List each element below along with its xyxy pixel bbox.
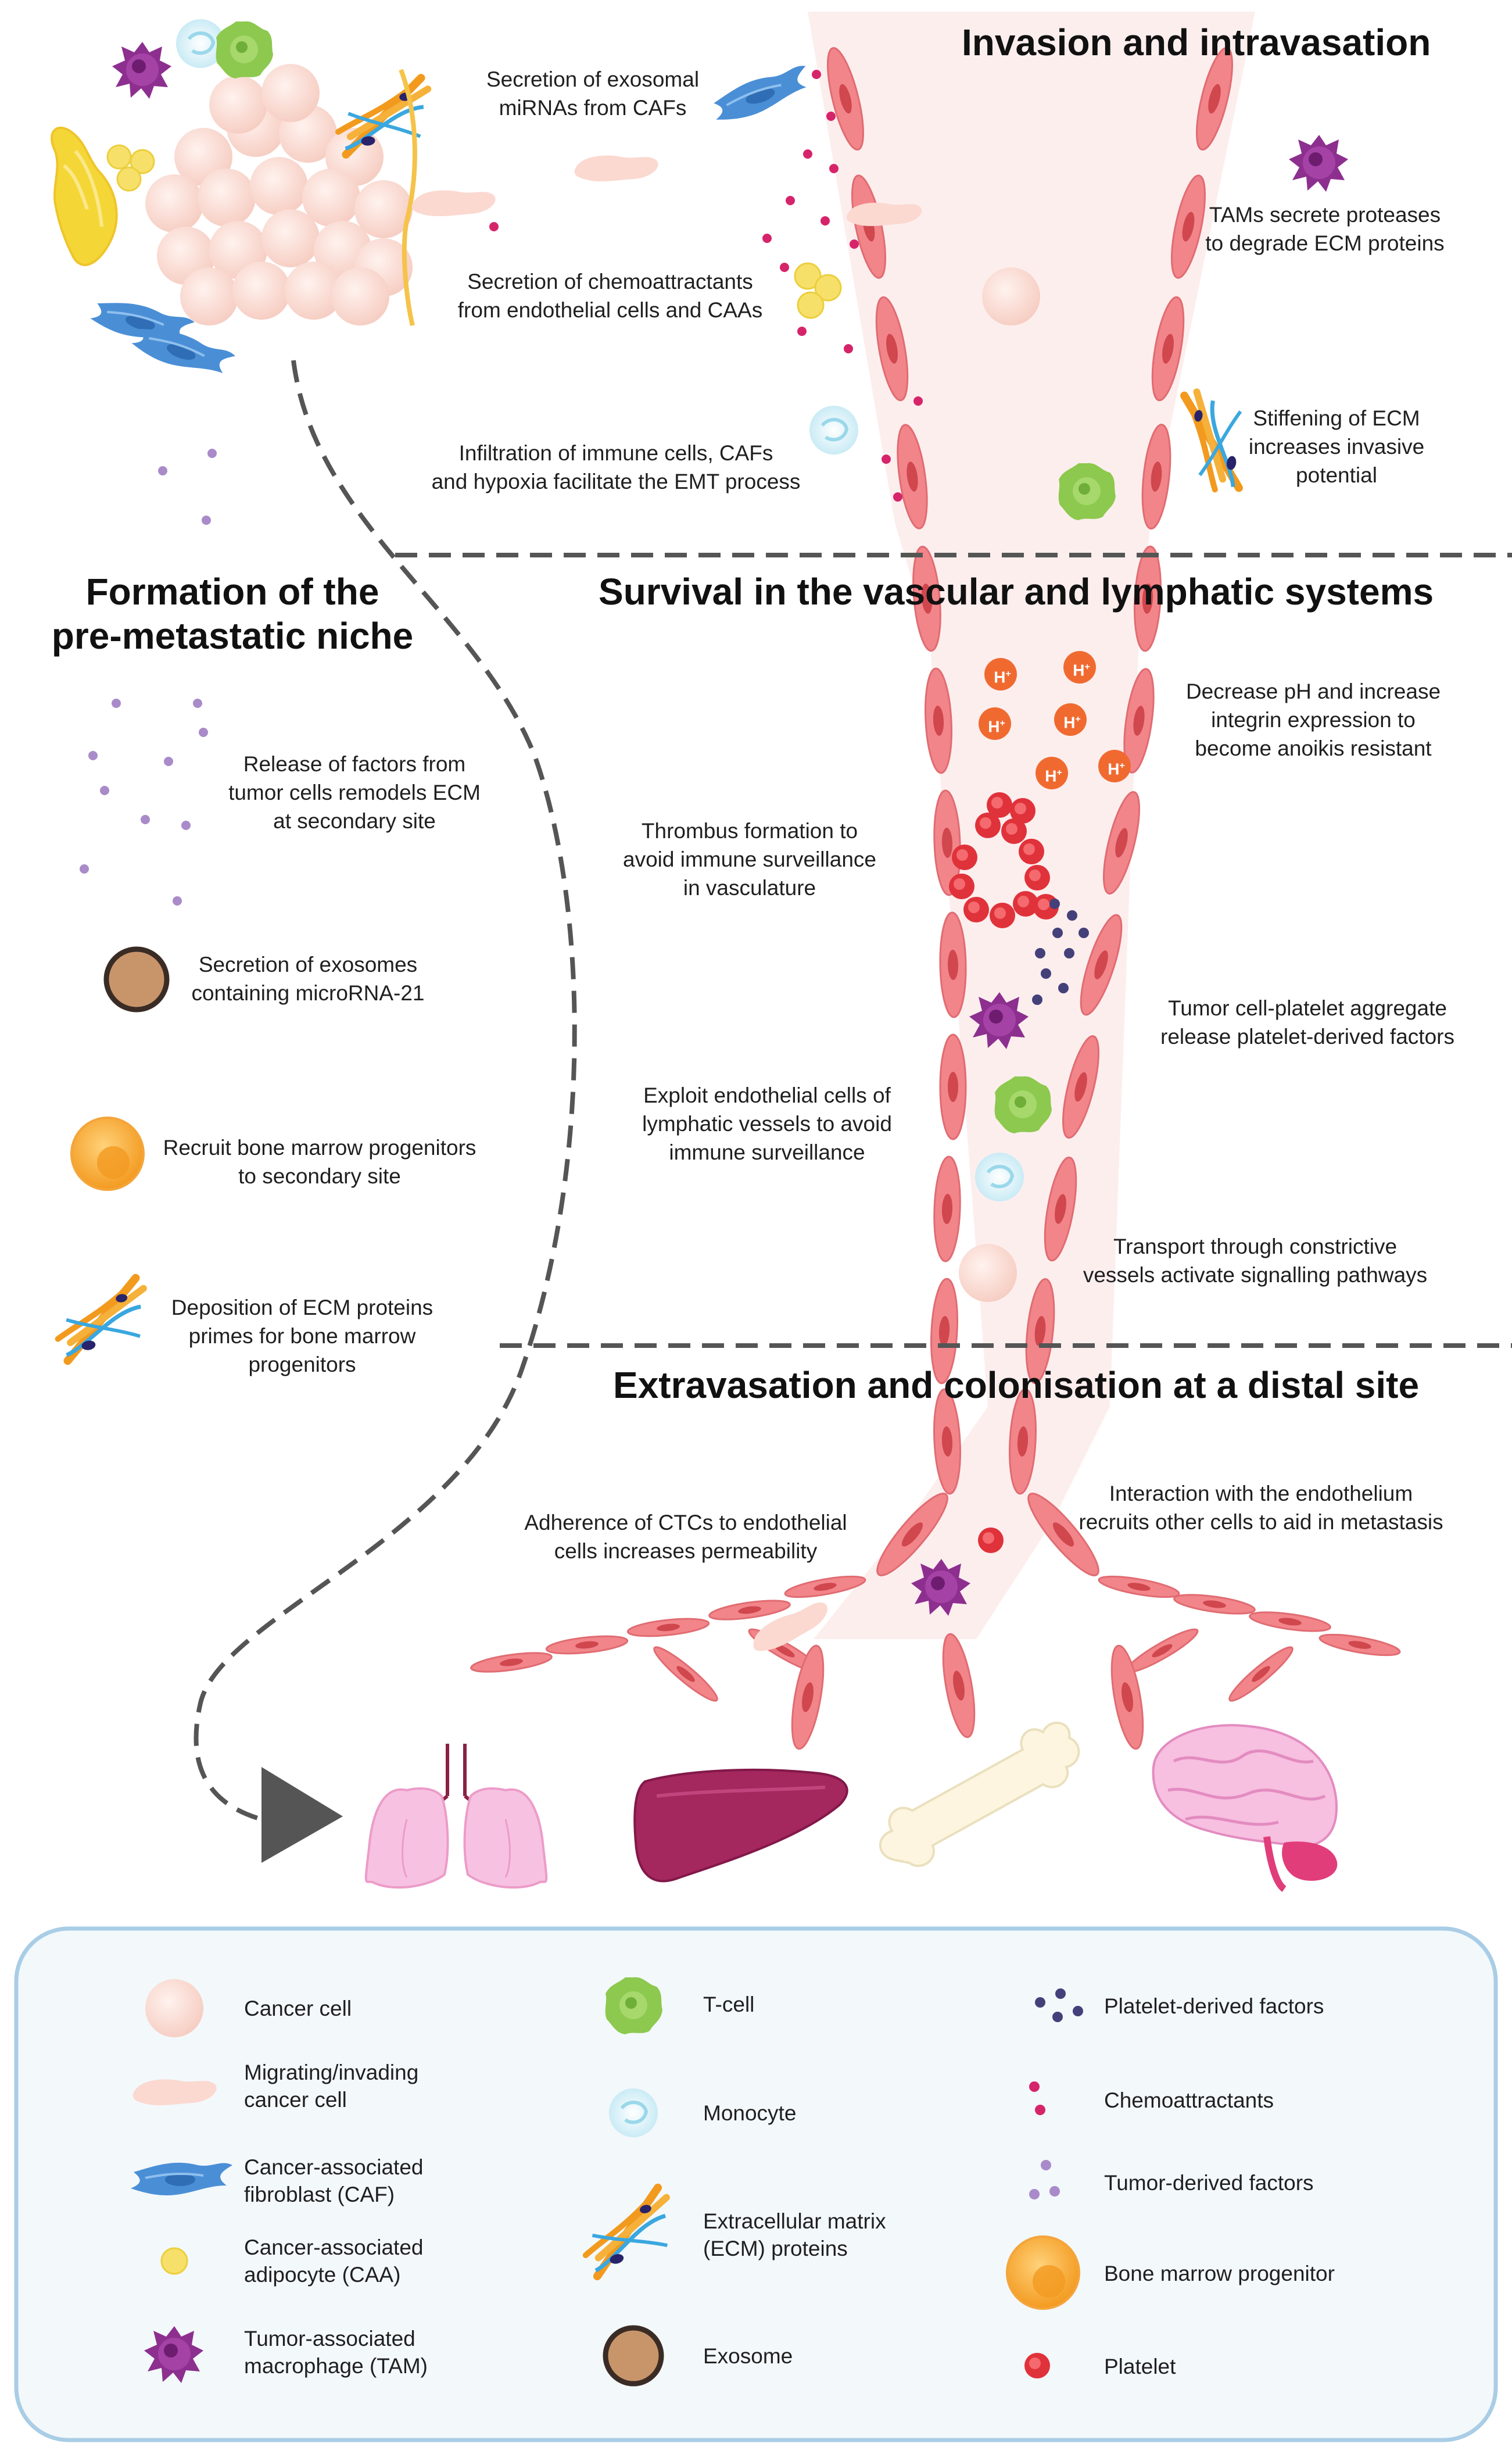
metastasis-path-arrow: [194, 360, 577, 1863]
tumor-derived-factors-top: [158, 449, 217, 525]
legend-platelet-factors: Platelet-derived factors: [1104, 1994, 1324, 2018]
legend-t-cell: T-cell: [703, 1992, 755, 2016]
label-emt: Infiltration of immune cells, CAFs and h…: [431, 441, 801, 493]
proton-label-2: H+: [1073, 661, 1090, 679]
niche-heading: Formation of the pre-metastatic niche: [51, 571, 414, 657]
tumor-factors-niche-dots: [80, 699, 208, 906]
proton-label-1: H+: [994, 668, 1011, 686]
lungs-icon: [364, 1744, 548, 1889]
legend-exosome: Exosome: [703, 2344, 793, 2368]
legend-platelet: Platelet: [1104, 2355, 1176, 2378]
invasion-heading: Invasion and intravasation: [962, 22, 1431, 63]
legend-chemoattractants: Chemoattractants: [1104, 2088, 1274, 2112]
label-exosomes: Secretion of exosomes containing microRN…: [191, 953, 425, 1005]
label-constrictive-vessels: Transport through constrictive vessels a…: [1083, 1235, 1428, 1287]
legend-tumor-factors: Tumor-derived factors: [1104, 2171, 1314, 2195]
proton-label-3: H+: [988, 717, 1005, 736]
label-platelet-aggregate: Tumor cell-platelet aggregate release pl…: [1160, 996, 1454, 1049]
legend-bone-marrow-progenitor: Bone marrow progenitor: [1104, 2262, 1335, 2285]
label-exosomal-mirnas: Secretion of exosomal miRNAs from CAFs: [486, 67, 700, 120]
label-endothelium-interaction: Interaction with the endothelium recruit…: [1079, 1482, 1443, 1534]
niche-icons: [50, 699, 208, 1362]
exosome-niche: [103, 946, 170, 1013]
legend-cancer-cell: Cancer cell: [244, 1997, 352, 2020]
proton-label-6: H+: [1108, 760, 1125, 778]
label-recruit-progenitors: Recruit bone marrow progenitors to secon…: [163, 1136, 476, 1188]
label-chemoattractants: Secretion of chemoattractants from endot…: [457, 270, 763, 322]
extravasation-heading: Extravasation and colonisation at a dist…: [613, 1364, 1420, 1406]
proton-label-5: H+: [1045, 767, 1062, 785]
progenitor-niche: [70, 1117, 145, 1191]
bone-icon: [879, 1722, 1080, 1868]
section-dividers: [395, 553, 1512, 1348]
brain-icon: [1152, 1724, 1338, 1892]
label-ecm-deposition: Deposition of ECM proteins primes for bo…: [171, 1296, 433, 1376]
legend-caa: Cancer-associated adipocyte (CAA): [244, 2235, 424, 2287]
legend-caf: Cancer-associated fibroblast (CAF): [244, 2155, 424, 2206]
legend-ecm: Extracellular matrix (ECM) proteins: [703, 2209, 886, 2260]
liver-icon: [633, 1769, 848, 1883]
label-tams-proteases: TAMs secrete proteases to degrade ECM pr…: [1205, 203, 1445, 255]
label-lymphatic: Exploit endothelial cells of lymphatic v…: [642, 1083, 892, 1164]
survival-cells: [949, 792, 1089, 1302]
survival-heading: Survival in the vascular and lymphatic s…: [599, 571, 1434, 613]
proton-label-4: H+: [1063, 713, 1081, 732]
blood-vessel: [469, 12, 1402, 1752]
legend-migrating-cell: Migrating/invading cancer cell: [244, 2060, 419, 2112]
legend-tam: Tumor-associated macrophage (TAM): [244, 2327, 428, 2378]
chemoattractant-dots: [489, 70, 923, 502]
label-thrombus: Thrombus formation to avoid immune surve…: [623, 819, 876, 900]
label-ph-integrin: Decrease pH and increase integrin expres…: [1185, 679, 1441, 760]
primary-tumor-icon: [51, 19, 496, 386]
legend-monocyte: Monocyte: [703, 2101, 797, 2125]
legend-box: [14, 1926, 1498, 2442]
label-release-factors: Release of factors from tumor cells remo…: [228, 752, 481, 833]
label-ecm-stiffening: Stiffening of ECM increases invasive pot…: [1248, 406, 1425, 487]
invasion-cells: [574, 62, 1348, 520]
label-ctc-adherence: Adherence of CTCs to endothelial cells i…: [524, 1511, 847, 1563]
platelet-derived-factors-dots: [1032, 899, 1089, 1005]
